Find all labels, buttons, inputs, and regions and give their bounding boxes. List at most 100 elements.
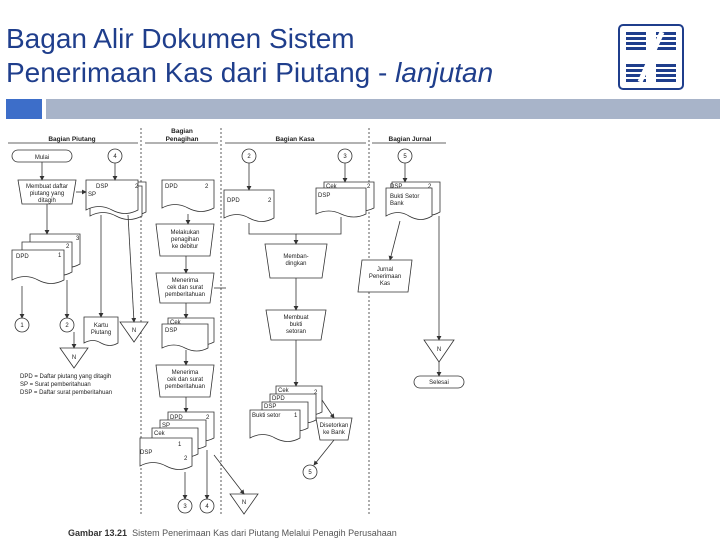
dpd-label-kasa: DPD: [227, 198, 240, 204]
dsp-label-kasa: DSP: [318, 193, 330, 199]
doc-dsp-label: DSP: [96, 184, 108, 190]
start-label: Mulai: [35, 155, 49, 161]
lane-title-jurnal: Bagian Jurnal: [389, 136, 432, 143]
dpd-num-3: 3: [76, 236, 80, 242]
proc-membuat-2: piutang yang: [30, 191, 64, 197]
cek-num-kasa: 2: [367, 184, 371, 190]
connector-2-label-kasa: 2: [247, 154, 251, 160]
connector-4-label-penagihan: 4: [205, 504, 209, 510]
stack-num-2-penagihan: 2: [206, 415, 210, 421]
stack-num-2b-penagihan: 2: [184, 456, 188, 462]
legend-dsp: DSP = Daftar surat pemberitahuan: [20, 390, 112, 396]
cek-label-penagihan: Cek: [170, 320, 182, 326]
dpd-label-piutang: DPD: [16, 254, 29, 260]
process-membuat-daftar: [17, 179, 77, 205]
document-dsp-bukti-setor: [385, 187, 433, 220]
kartu-label-2: Piutang: [91, 330, 111, 336]
proc-membuat-bukti-1: Membuat: [283, 315, 308, 321]
connector-4-label: 4: [113, 154, 117, 160]
connector-5-label-jurnal: 5: [403, 154, 407, 160]
disetorkan-label-2: ke Bank: [323, 430, 346, 436]
header-accent-bar: [6, 99, 42, 119]
connector-1-label: 1: [20, 323, 24, 329]
manual-disetorkan-bank: [315, 417, 353, 441]
jurnal-label-2: Penerimaan: [369, 274, 401, 280]
proc-menerima2-1: Menerima: [172, 370, 199, 376]
connector-3-label-penagihan: 3: [183, 504, 187, 510]
sp-label-penagihan: SP: [162, 423, 170, 429]
stack-num-1-kasa: 1: [294, 413, 298, 419]
end-label: Selesai: [429, 380, 449, 386]
proc-membuat-bukti-2: bukti: [290, 322, 303, 328]
document-dpd-kasa: [223, 189, 275, 222]
dsp-num-jurnal: 2: [428, 184, 432, 190]
lane-title-penagihan-2: Penagihan: [166, 136, 199, 143]
bukti-setor-label-kasa: Bukti setor: [252, 413, 280, 419]
document-cek-dsp-kasa: [315, 187, 367, 218]
jurnal-label-1: Jurnal: [377, 267, 393, 273]
dpd-num-2: 2: [66, 244, 70, 250]
proc-menerima1-1: Menerima: [172, 278, 199, 284]
lane-title-piutang: Bagian Piutang: [48, 136, 95, 143]
stylized-4-logo-icon: [618, 24, 684, 90]
cek-label-kasa: Cek: [326, 184, 338, 190]
legend-sp: SP = Surat pemberitahuan: [20, 382, 91, 388]
jurnal-label-3: Kas: [380, 281, 390, 287]
document-cek-dsp-penagihan: [161, 323, 209, 352]
slide-title-line-1: Bagan Alir Dokumen Sistem: [6, 23, 355, 54]
process-membuat-bukti-setoran: [265, 309, 327, 341]
header-divider-bar: [46, 99, 720, 119]
stack-num-1-penagihan: 1: [178, 442, 182, 448]
document-kartu-piutang: [83, 316, 119, 346]
proc-menerima2-3: pemberitahuan: [165, 384, 205, 390]
document-dpd-stack: [11, 249, 65, 284]
proc-melakukan-1: Melakukan: [170, 230, 199, 236]
dpd-num-kasa: 2: [268, 198, 272, 204]
lane-title-kasa: Bagian Kasa: [275, 136, 314, 143]
document-bukti-setor-stack: [249, 409, 301, 442]
process-melakukan-penagihan: [155, 223, 215, 257]
stack-num-2-kasa: 2: [314, 390, 318, 396]
kartu-label-1: Kartu: [94, 323, 108, 329]
bukti-setor-jurnal-1: Bukti Setor: [390, 194, 419, 200]
figure-caption-label: Gambar 13.21: [68, 528, 128, 538]
proc-membandingkan-2: dingkan: [285, 261, 306, 267]
dsp2-label-kasa: DSP: [264, 404, 276, 410]
cek2-label-penagihan: Cek: [154, 431, 166, 437]
proc-melakukan-2: penagihan: [171, 237, 199, 243]
disetorkan-label-1: Disetorkan: [320, 423, 349, 429]
doc-sp-label: SP: [88, 192, 96, 198]
slide-title-line-2: Penerimaan Kas dari Piutang - lanjutan: [6, 56, 606, 90]
doc-dsp-num: 2: [135, 184, 139, 190]
lane-title-penagihan-1: Bagian: [171, 128, 193, 135]
proc-membuat-bukti-3: setoran: [286, 329, 306, 335]
process-membandingkan: [264, 243, 328, 279]
dsp-label-jurnal: DSP: [390, 184, 402, 190]
proc-membuat-1: Membuat daftar: [26, 184, 68, 190]
archive-n-b-label: N: [132, 328, 136, 334]
archive-n-label-jurnal: N: [437, 347, 441, 353]
document-dsp-sp: [85, 179, 139, 214]
legend-dpd: DPD = Daftar piutang yang ditagih: [20, 374, 111, 380]
dsp-label-penagihan: DSP: [165, 328, 177, 334]
figure-caption: Gambar 13.21 Sistem Penerimaan Kas dari …: [68, 528, 397, 538]
dsp2-label-penagihan: DSP: [140, 450, 152, 456]
dpd-label-penagihan: DPD: [165, 184, 178, 190]
slide-title-line-2-main: Penerimaan Kas dari Piutang -: [6, 57, 396, 88]
slide-title-line-2-italic: lanjutan: [395, 57, 494, 88]
process-menerima-cek-2: [155, 364, 215, 398]
proc-menerima1-2: cek dan surat: [167, 285, 203, 291]
document-dpd-sp-cek-dsp: [139, 437, 193, 470]
connector-5-label-kasa: 5: [308, 470, 312, 476]
proc-menerima1-3: pemberitahuan: [165, 292, 205, 298]
journal-penerimaan-kas: [357, 259, 413, 293]
proc-menerima2-2: cek dan surat: [167, 377, 203, 383]
dpd-num-1: 1: [58, 253, 62, 259]
connector-3-label-kasa: 3: [343, 154, 347, 160]
bukti-setor-jurnal-2: Bank: [390, 201, 405, 207]
figure-caption-text: Sistem Penerimaan Kas dari Piutang Melal…: [132, 528, 397, 538]
slide-title: Bagan Alir Dokumen Sistem Penerimaan Kas…: [6, 22, 606, 90]
proc-membuat-3: ditagih: [38, 198, 56, 204]
document-dpd-penagihan: [161, 179, 215, 212]
connector-2-label: 2: [65, 323, 69, 329]
